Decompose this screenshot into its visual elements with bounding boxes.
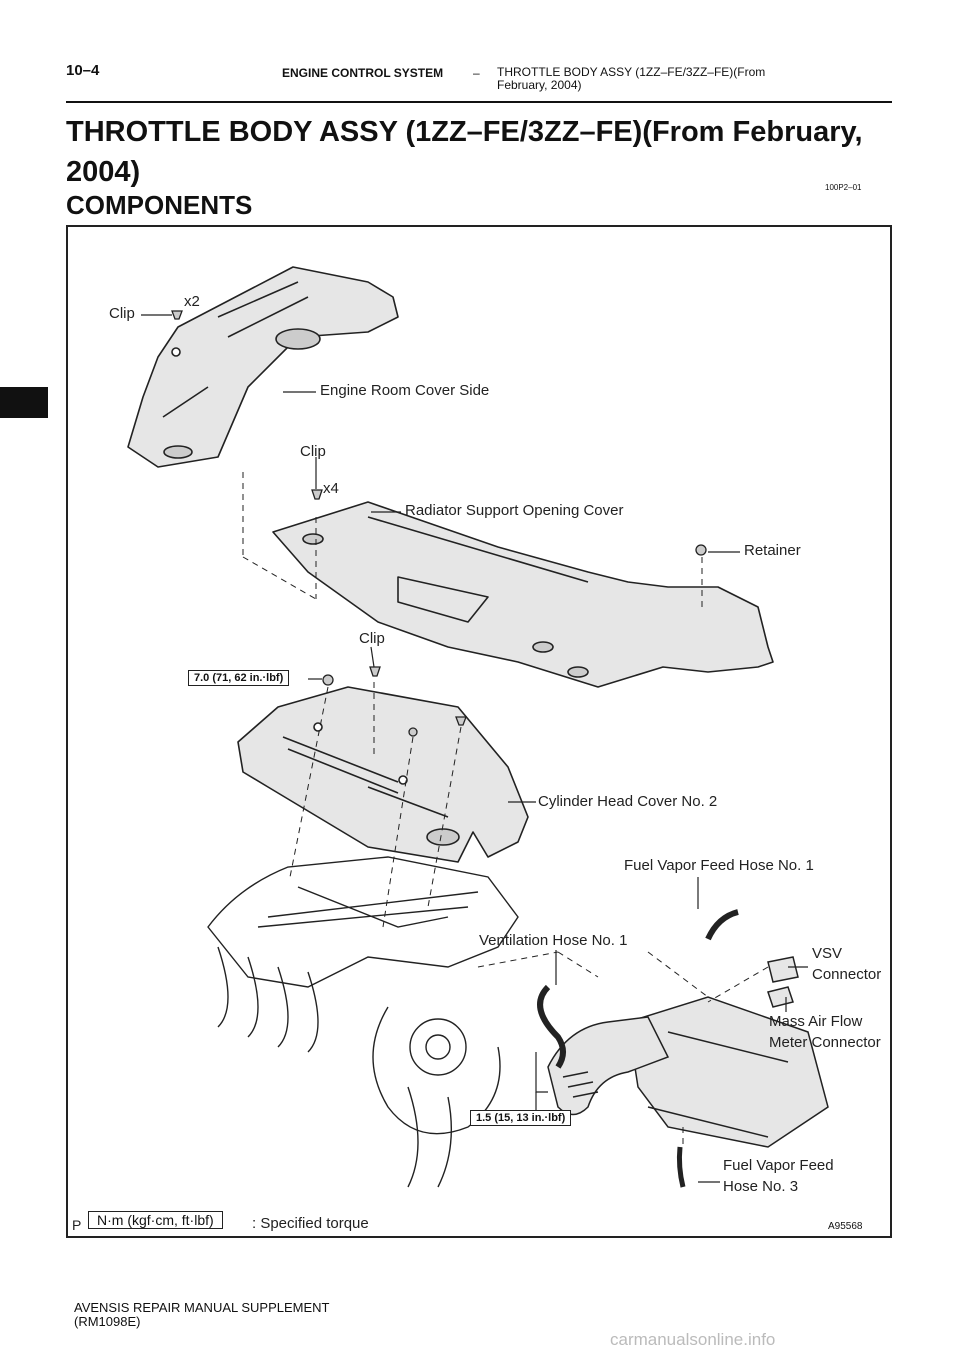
section-title: ENGINE CONTROL SYSTEM xyxy=(282,66,444,80)
clip-icon xyxy=(311,489,323,500)
header-subtitle: THROTTLE BODY ASSY (1ZZ–FE/3ZZ–FE)(From … xyxy=(497,65,766,92)
corner-mark: P xyxy=(72,1217,82,1233)
label-x4: x4 xyxy=(323,480,339,497)
ventilation-hose-part xyxy=(537,984,566,1069)
retainer-icon xyxy=(695,544,707,556)
torque-unit-legend-box: N·m (kgf·cm, ft·lbf) xyxy=(88,1211,223,1229)
section-tab-marker xyxy=(0,387,48,418)
clip-icon xyxy=(171,310,183,320)
label-retainer: Retainer xyxy=(744,542,801,559)
engine-intake-manifold-part xyxy=(207,856,519,988)
diagram-drawing xyxy=(127,266,829,1188)
footer-manual-title: AVENSIS REPAIR MANUAL SUPPLEMENT xyxy=(74,1300,330,1315)
torque-spec-hose-clamp: 1.5 (15, 13 in.·lbf) xyxy=(470,1110,572,1126)
label-cylinder-head-cover-no2: Cylinder Head Cover No. 2 xyxy=(538,793,718,810)
components-heading: COMPONENTS xyxy=(66,190,253,220)
label-clip-top: Clip xyxy=(109,305,135,322)
label-radiator-support-opening-cover: Radiator Support Opening Cover xyxy=(405,502,624,519)
clip-icon xyxy=(369,666,381,677)
cylinder-head-cover-no2-part xyxy=(237,686,529,863)
label-x2: x2 xyxy=(184,293,200,310)
maf-connector-part xyxy=(767,986,794,1008)
radiator-support-opening-cover-part xyxy=(272,501,774,688)
label-clip-mid: Clip xyxy=(300,443,326,460)
components-diagram: Clip x2 Engine Room Cover Side Clip x4 R… xyxy=(66,225,892,1238)
torque-spec-cover-bolt: 7.0 (71, 62 in.·lbf) xyxy=(188,670,290,686)
label-clip-lower: Clip xyxy=(359,630,385,647)
label-vsv-line1: VSV xyxy=(812,945,843,962)
watermark: carmanualsonline.info xyxy=(610,1330,776,1349)
fuel-vapor-hose-no3-part xyxy=(676,1146,686,1188)
label-maf-line1: Mass Air Flow xyxy=(769,1013,863,1030)
page-title: THROTTLE BODY ASSY (1ZZ–FE/3ZZ–FE)(From … xyxy=(66,116,863,188)
label-fuel-vapor-no3-line1: Fuel Vapor Feed xyxy=(723,1157,834,1174)
label-vsv-line2: Connector xyxy=(812,966,882,983)
air-cleaner-hose-part xyxy=(547,1016,670,1116)
clip-icon xyxy=(455,716,467,726)
footer-manual-code: (RM1098E) xyxy=(74,1314,141,1329)
label-fuel-vapor-no3-line2: Hose No. 3 xyxy=(723,1178,799,1195)
document-code: 100P2–01 xyxy=(825,183,862,192)
fuel-vapor-hose-no1-part xyxy=(705,909,739,941)
label-maf-line2: Meter Connector xyxy=(769,1034,881,1051)
vsv-connector-part xyxy=(767,956,799,983)
bolt-icon xyxy=(408,727,418,737)
label-ventilation-hose-no1: Ventilation Hose No. 1 xyxy=(479,932,628,949)
torque-legend-text: : Specified torque xyxy=(252,1215,369,1232)
header-rule xyxy=(66,101,892,103)
page-number: 10–4 xyxy=(66,62,100,79)
bolt-icon xyxy=(322,674,334,686)
label-engine-room-cover-side: Engine Room Cover Side xyxy=(320,382,490,399)
figure-id: A95568 xyxy=(828,1221,863,1232)
engine-room-cover-side-part xyxy=(127,266,399,468)
header-separator: – xyxy=(473,66,480,80)
label-fuel-vapor-feed-hose-no1: Fuel Vapor Feed Hose No. 1 xyxy=(624,857,814,874)
